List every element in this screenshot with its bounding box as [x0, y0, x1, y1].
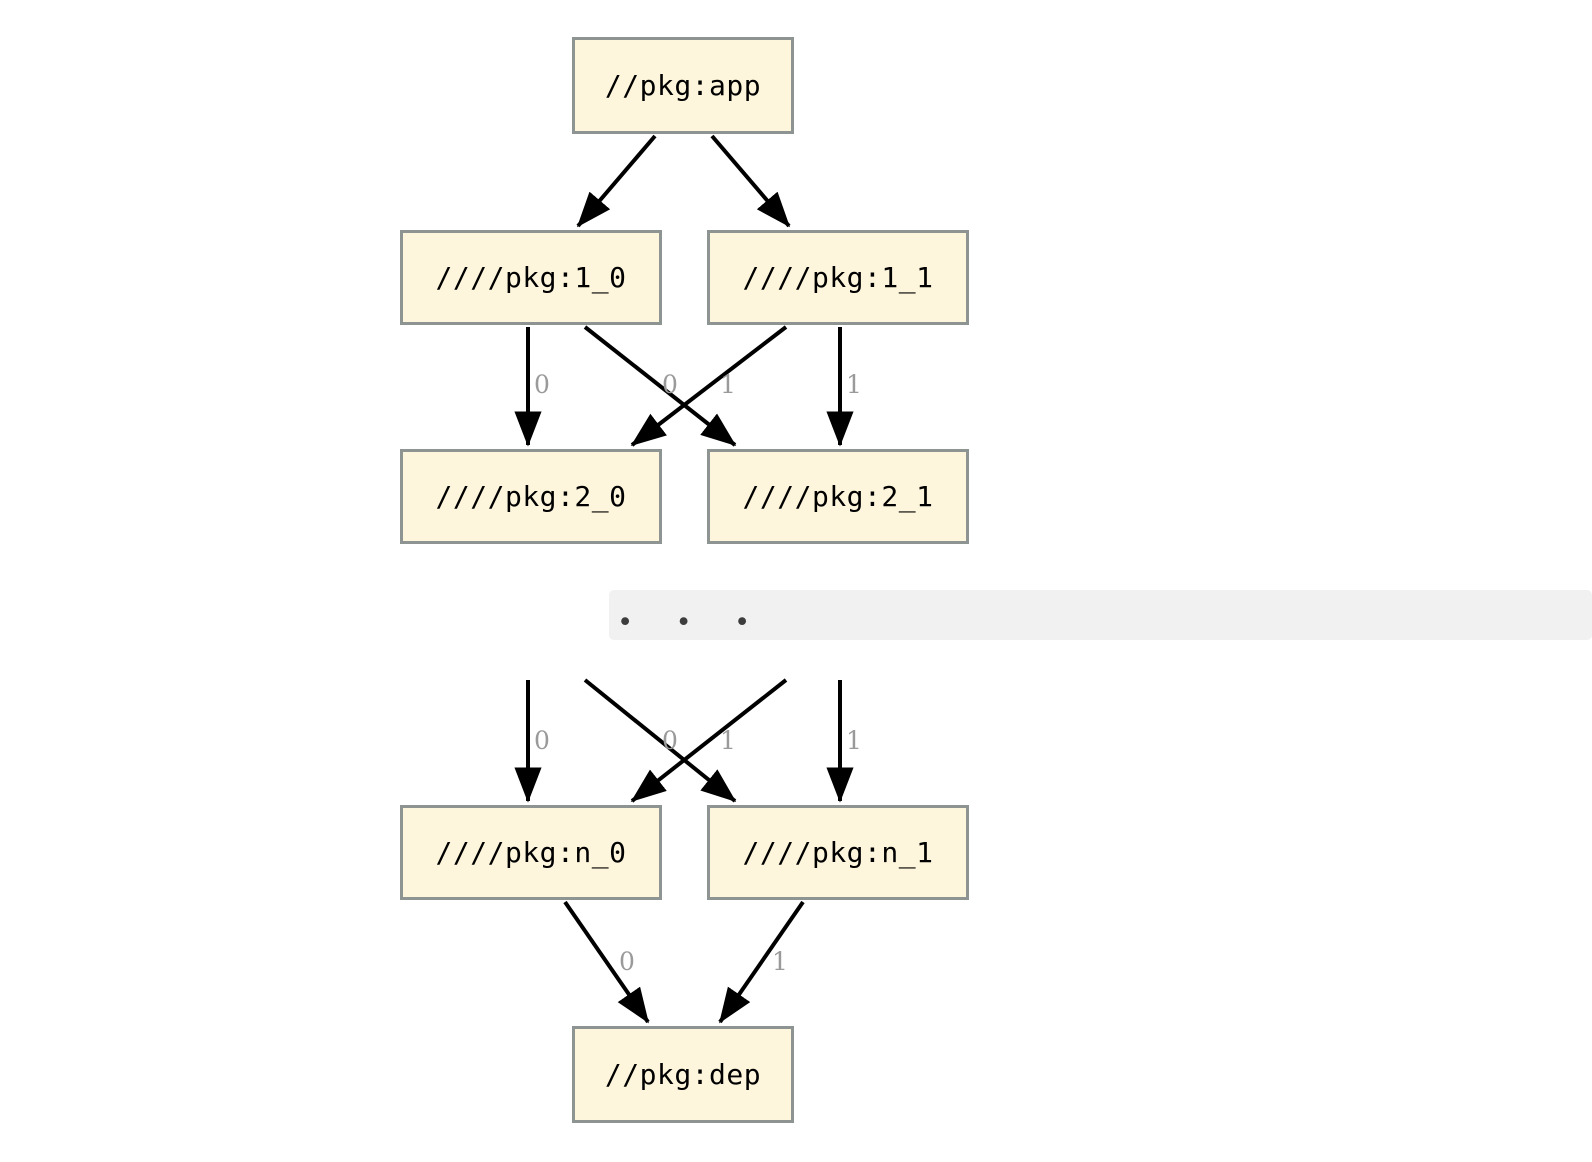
- edge-label: 0: [534, 726, 550, 755]
- graph-edge: [583, 325, 737, 447]
- graph-node-n1_1[interactable]: ////pkg:1_1: [707, 230, 969, 325]
- graph-node-label: ////pkg:n_1: [742, 836, 934, 869]
- graph-edge: [630, 325, 788, 447]
- edge-label: 1: [720, 370, 736, 399]
- graph-edge: [710, 134, 791, 228]
- edge-label: 0: [662, 370, 678, 399]
- graph-node-n2_1[interactable]: ////pkg:2_1: [707, 449, 969, 544]
- graph-node-label: ////pkg:2_0: [435, 480, 627, 513]
- graph-edge: [583, 678, 737, 803]
- graph-node-label: ////pkg:1_1: [742, 261, 934, 294]
- edge-label: 1: [846, 370, 862, 399]
- graph-node-dep[interactable]: //pkg:dep: [572, 1026, 794, 1123]
- graph-node-label: ////pkg:2_1: [742, 480, 934, 513]
- edge-lines: [514, 134, 854, 1024]
- graph-node-label: ////pkg:n_0: [435, 836, 627, 869]
- elided-levels-band: • • •: [609, 590, 1592, 640]
- graph-edge: [630, 678, 788, 803]
- graph-node-n2_0[interactable]: ////pkg:2_0: [400, 449, 662, 544]
- edge-label: 0: [619, 947, 635, 976]
- graph-node-label: //pkg:app: [604, 69, 762, 102]
- edge-label: 0: [662, 726, 678, 755]
- graph-node-n1_0[interactable]: ////pkg:1_0: [400, 230, 662, 325]
- graph-node-app[interactable]: //pkg:app: [572, 37, 794, 134]
- graph-edge: [718, 900, 805, 1024]
- graph-node-label: //pkg:dep: [604, 1058, 762, 1091]
- edge-label: 1: [772, 947, 788, 976]
- edge-label: 1: [846, 726, 862, 755]
- edge-label: 0: [534, 370, 550, 399]
- graph-node-nn_0[interactable]: ////pkg:n_0: [400, 805, 662, 900]
- graph-node-label: ////pkg:1_0: [435, 261, 627, 294]
- edge-label: 1: [720, 726, 736, 755]
- graph-node-nn_1[interactable]: ////pkg:n_1: [707, 805, 969, 900]
- graph-edge: [563, 900, 650, 1024]
- ellipsis-dots: • • •: [617, 607, 764, 638]
- graph-edge: [576, 134, 657, 228]
